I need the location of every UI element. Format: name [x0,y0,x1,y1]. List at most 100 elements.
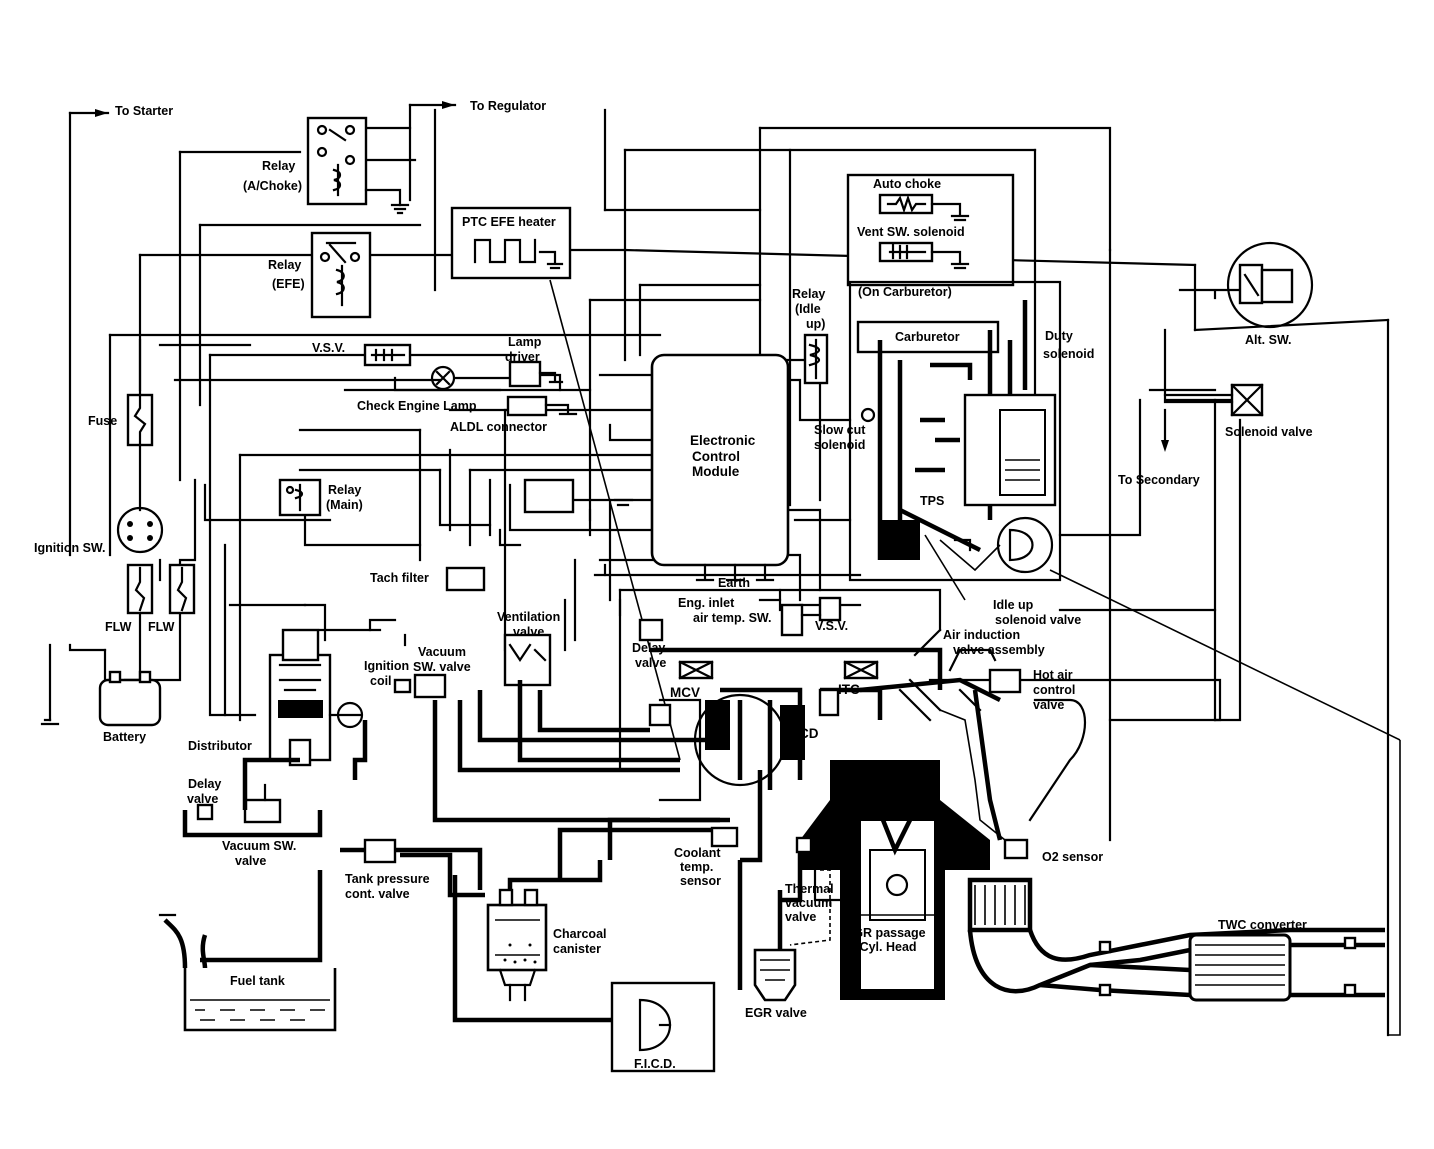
label-tach-filter: Tach filter [370,571,429,585]
label-to-regulator: To Regulator [470,99,546,113]
label-fuse: Fuse [88,414,117,428]
label-delay-left-sub: valve [187,792,218,806]
engine-cylinder [800,760,990,1000]
vsv-top [363,343,412,367]
label-ficd-mid: FICD [787,726,819,741]
label-vacuum-sw-left-sub: valve [235,854,266,868]
ignition-switch [116,506,164,554]
label-vacuum-sw-sub: SW. valve [413,660,471,674]
label-thermal: Thermal [785,882,834,896]
tach-filter [445,566,486,592]
label-ptc-efe-heater: PTC EFE heater [462,215,556,229]
carburetor-area [846,173,1062,582]
fuel-tank [158,913,337,1032]
alt-sw [1226,241,1314,329]
label-relay-main-sub: (Main) [326,498,363,512]
label-idle-up: Idle up [993,598,1034,612]
label-vsv-top: V.S.V. [312,341,345,355]
lamp-driver [430,360,578,417]
label-ignition-coil: Ignition [364,659,409,673]
label-egr-valve: EGR valve [745,1006,807,1020]
square-module [523,478,634,514]
label-ventilation: Ventilation [497,610,560,624]
label-coolant-sub: temp. [680,860,713,874]
label-alt-sw: Alt. SW. [1245,333,1292,347]
label-ignition-sw: Ignition SW. [34,541,106,555]
ventilation-valve [503,633,552,687]
label-lamp-driver: Lamp [508,335,542,349]
label-vacuum-sw-left: Vacuum SW. [222,839,296,853]
label-o2-sensor: O2 sensor [1042,850,1103,864]
label-delay-mid-sub: valve [635,656,666,670]
label-duty-solenoid-sub: solenoid [1043,347,1094,361]
relay-main [278,478,322,517]
wiring [48,101,1401,1037]
relay-idle-up [803,333,829,385]
label-carburetor: Carburetor [895,330,960,344]
label-idle-up-sub: solenoid valve [995,613,1081,627]
label-ecm-1: Electronic [690,433,756,448]
label-eng-inlet-sub: air temp. SW. [693,611,772,625]
air-induction-valve [859,648,1022,841]
label-eng-inlet: Eng. inlet [678,596,735,610]
label-relay-main: Relay [328,483,361,497]
label-flw-2: FLW [148,620,175,634]
label-to-secondary: To Secondary [1118,473,1200,487]
solenoid-valve [1161,383,1264,452]
ptc-efe-heater [450,206,572,280]
charcoal-canister [486,888,548,1002]
label-slow-cut-sub: solenoid [814,438,865,452]
electronic-control-module [650,353,790,582]
intake-manifold [648,647,943,802]
label-tank-pressure: Tank pressure [345,872,430,886]
label-tank-pressure-sub: cont. valve [345,887,410,901]
label-vacuum-sw: Vacuum [418,645,466,659]
label-earth: Earth [718,576,750,590]
label-ecm-3: Module [692,464,740,479]
carburetor-body [856,300,1057,560]
label-relay-idle-sub2: up) [806,317,825,331]
label-twc-converter: TWC converter [1218,918,1307,932]
label-battery: Battery [103,730,146,744]
label-fuel-tank: Fuel tank [230,974,285,988]
label-egr-passage: EGR passage [845,926,926,940]
label-check-engine-lamp: Check Engine Lamp [357,399,477,413]
label-ecm-2: Control [692,449,740,464]
label-ventilation-sub: valve [513,625,544,639]
label-coolant: Coolant [674,846,721,860]
label-mcv: MCV [670,685,700,700]
label-vsv-bottom: V.S.V. [815,619,848,633]
label-hot-air: Hot air [1033,668,1073,682]
label-relay-achoke: Relay [262,159,295,173]
label-coolant-sub2: sensor [680,874,721,888]
label-egr-passage-sub: in Cyl. Head [845,940,917,954]
idle-up-solenoid-valve [996,516,1054,574]
label-air-induction-sub: valve assembly [953,643,1045,657]
label-relay-efe-sub: (EFE) [272,277,305,291]
label-slow-cut: Slow cut [814,423,866,437]
label-relay-efe: Relay [268,258,301,272]
label-charcoal: Charcoal [553,927,607,941]
label-solenoid-valve: Solenoid valve [1225,425,1313,439]
label-to-starter: To Starter [115,104,173,118]
label-auto-choke: Auto choke [873,177,941,191]
battery [40,670,162,727]
label-relay-achoke-sub: (A/Choke) [243,179,302,193]
label-flw-1: FLW [105,620,132,634]
label-itc: ITC [838,682,860,697]
label-hot-air-sub2: valve [1033,698,1064,712]
label-thermal-sub2: valve [785,910,816,924]
label-vent-sw-solenoid: Vent SW. solenoid [857,225,965,239]
exhaust-system [967,689,1385,1002]
fuse [126,338,154,512]
label-delay-mid: Delay [632,641,665,655]
label-delay-left: Delay [188,777,221,791]
label-tps: TPS [920,494,944,508]
label-charcoal-sub: canister [553,942,601,956]
ficd-box [610,981,716,1073]
fusible-links [126,563,196,615]
label-ficd-box: F.I.C.D. [634,1057,676,1071]
